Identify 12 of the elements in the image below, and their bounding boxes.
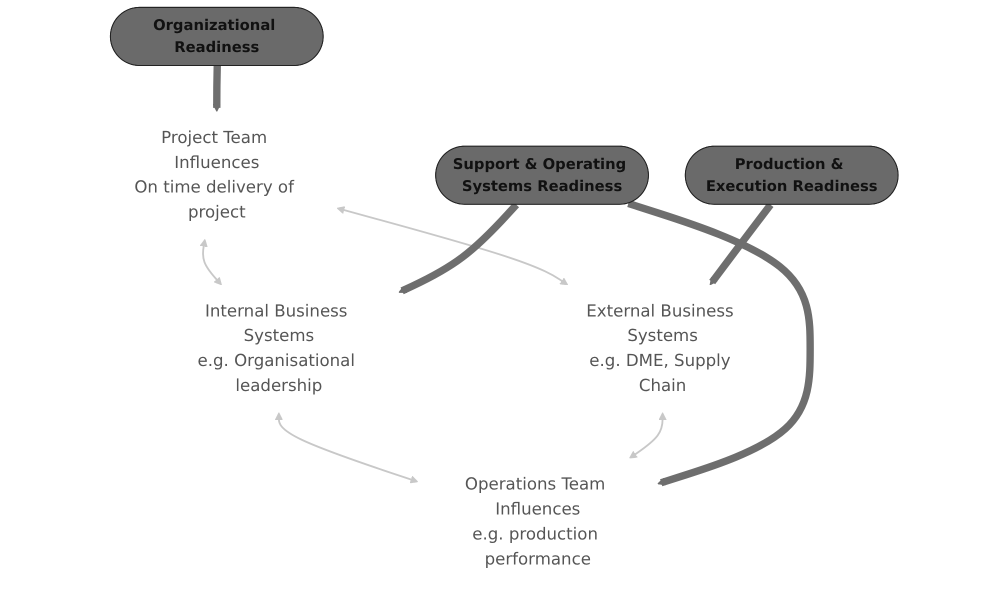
node-text: Internal Business Systems e.g. Organisational leadership <box>198 302 355 396</box>
arrow <box>200 238 222 286</box>
node-text: Project Team Influences On time delivery of project <box>134 128 294 222</box>
arrow <box>629 412 667 459</box>
node-text: Operations Team Influences e.g. production performance <box>464 474 606 570</box>
arrow <box>398 202 520 294</box>
arrow <box>336 206 568 286</box>
node-text: External Business Systems e.g. DME, Supply Chain <box>586 302 734 396</box>
arrow <box>709 202 774 286</box>
arrow <box>212 66 221 112</box>
arrow <box>627 200 814 486</box>
arrow <box>274 412 418 484</box>
